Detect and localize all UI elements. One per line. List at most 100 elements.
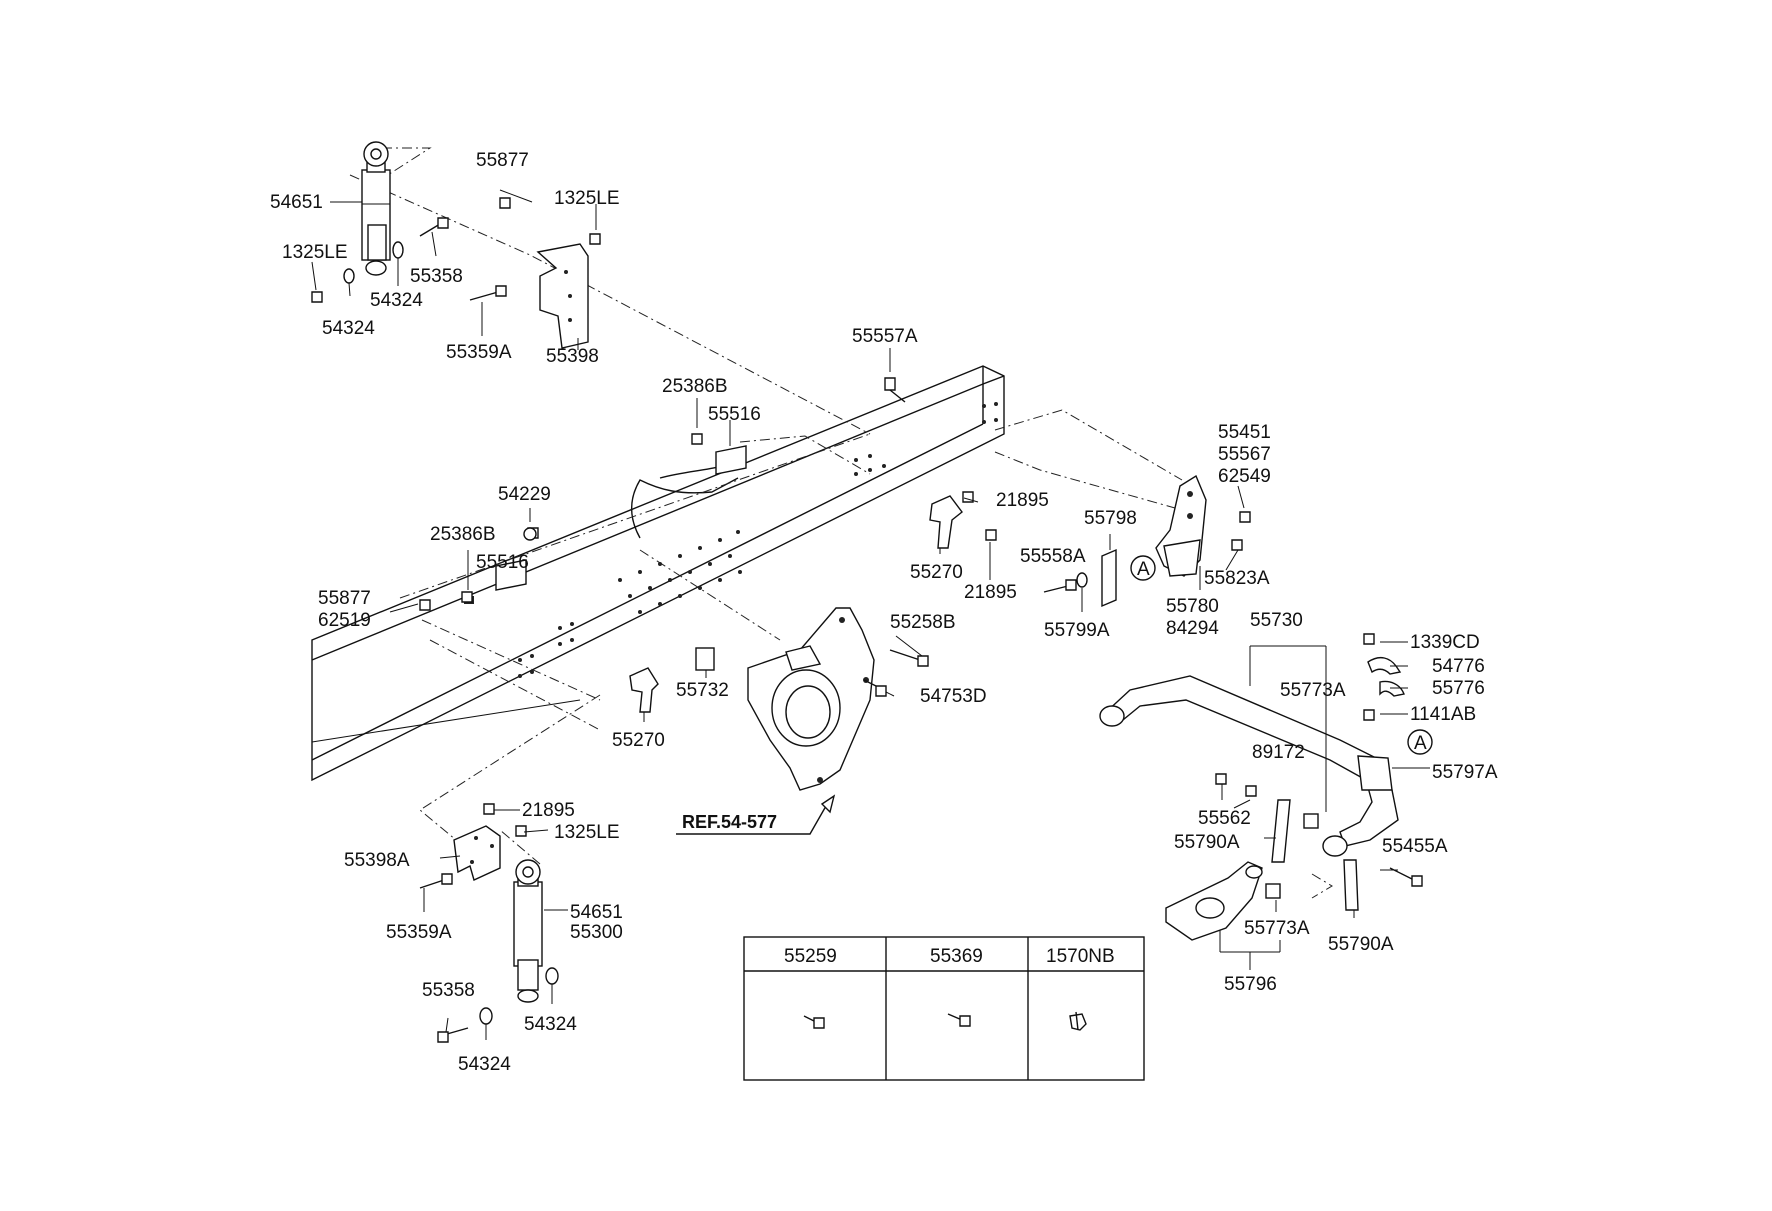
ref-arrow: [676, 794, 836, 835]
label-55773a: 55773A: [1244, 918, 1310, 939]
label-54776: 54776: [1432, 656, 1485, 677]
parts-table: 55259 55369 1570NB: [743, 936, 1145, 1081]
callout-a-stabilizer-text: A: [1414, 733, 1427, 754]
bolt-54753d: [863, 679, 887, 697]
label-55797a: 55797A: [1432, 762, 1498, 783]
bolt-55369-icon: [947, 1013, 971, 1027]
label-62519: 62519: [318, 610, 371, 631]
callout-a-bracket-text: A: [1137, 559, 1150, 580]
label-55557a: 55557A: [852, 326, 918, 347]
link-55790a-upper: [1271, 799, 1291, 863]
rail-holes: [518, 402, 998, 678]
label-55270: 55270: [612, 730, 665, 751]
bracket-55796: [1165, 861, 1263, 941]
label-54324: 54324: [370, 290, 423, 311]
bushing-55797a: [1357, 755, 1393, 791]
label-25386b: 25386B: [430, 524, 496, 545]
label-55780: 55780: [1166, 596, 1219, 617]
leader-lines: [311, 189, 1430, 1040]
table-header-1570nb: 1570NB: [1046, 946, 1115, 967]
label-55258b: 55258B: [890, 612, 956, 633]
bolt-55451: [1231, 511, 1251, 551]
label-55776: 55776: [1432, 678, 1485, 699]
label-21895: 21895: [964, 582, 1017, 603]
bracket-55780: [1155, 474, 1207, 577]
nuts-89172: [1215, 773, 1257, 797]
label-54324: 54324: [322, 318, 375, 339]
label-1141ab: 1141AB: [1410, 704, 1476, 725]
table-header-55369: 55369: [930, 946, 983, 967]
callout-a-stabilizer: A: [1407, 729, 1433, 755]
label-21895: 21895: [996, 490, 1049, 511]
table-header-55259: 55259: [784, 946, 837, 967]
label-55451: 55451: [1218, 422, 1271, 443]
bolts-lower-left: [419, 803, 559, 1043]
label-1325le: 1325LE: [554, 188, 620, 209]
stabilizer-bar-55730: [1099, 675, 1399, 857]
label-55558a: 55558A: [1020, 546, 1086, 567]
label-54651: 54651: [270, 192, 323, 213]
label-55790a: 55790A: [1174, 832, 1240, 853]
label-55773a: 55773A: [1280, 680, 1346, 701]
label-55567: 55567: [1218, 444, 1271, 465]
bushing-55732: [695, 647, 715, 671]
clip-1570nb-icon: [1069, 1011, 1087, 1031]
label-55798: 55798: [1084, 508, 1137, 529]
label-21895: 21895: [522, 800, 575, 821]
label-55730: 55730: [1250, 610, 1303, 631]
label-55300: 55300: [570, 922, 623, 943]
label-55398a: 55398A: [344, 850, 410, 871]
bushings-55773a: [1265, 813, 1319, 899]
label-55358: 55358: [422, 980, 475, 1001]
clamp-parts: [1363, 633, 1405, 721]
bracket-55270-upper: [929, 495, 963, 549]
bolt-55358-upper: [419, 217, 449, 237]
label-1325le: 1325LE: [282, 242, 348, 263]
label-55790a: 55790A: [1328, 934, 1394, 955]
label-55799a: 55799A: [1044, 620, 1110, 641]
bolt-55455a: [1389, 867, 1423, 887]
label-84294: 84294: [1166, 618, 1219, 639]
label-55455a: 55455A: [1382, 836, 1448, 857]
label-62549: 62549: [1218, 466, 1271, 487]
label-54229: 54229: [498, 484, 551, 505]
label-55398: 55398: [546, 346, 599, 367]
shock-absorber-lower: [513, 859, 543, 1003]
label-54324: 54324: [524, 1014, 577, 1035]
spring-hanger-bracket: [747, 607, 875, 791]
label-55877: 55877: [476, 150, 529, 171]
label-54651: 54651: [570, 902, 623, 923]
bracket-55270-lower: [629, 667, 659, 713]
link-55790a-lower: [1343, 859, 1359, 911]
label-25386b: 25386B: [662, 376, 728, 397]
shock-absorber-upper: [361, 141, 391, 276]
callout-a-bracket: A: [1130, 555, 1156, 581]
label-55877: 55877: [318, 588, 371, 609]
label-55562: 55562: [1198, 808, 1251, 829]
label-55732: 55732: [676, 680, 729, 701]
label-55516: 55516: [476, 552, 529, 573]
label-1325le: 1325LE: [554, 822, 620, 843]
frame-rail: [311, 365, 1005, 782]
label-55359a: 55359A: [446, 342, 512, 363]
label-55516: 55516: [708, 404, 761, 425]
bracket-55398a: [453, 825, 501, 881]
bolt-55258b: [889, 649, 929, 667]
label-89172: 89172: [1252, 742, 1305, 763]
bolts-upper-rail: [419, 377, 997, 611]
bolt-55259-icon: [803, 1015, 825, 1029]
bolt-55558a: [1043, 572, 1088, 593]
label-55270: 55270: [910, 562, 963, 583]
alignment-lines: [349, 147, 1333, 899]
part-labels: 54651 1325LE 54324 54324 55877 1325LE 55…: [270, 150, 1498, 1075]
label-54753d: 54753D: [920, 686, 987, 707]
washer-upper: [311, 241, 404, 303]
label-54324: 54324: [458, 1054, 511, 1075]
label-1339cd: 1339CD: [1410, 632, 1480, 653]
bracket-55398: [469, 197, 601, 349]
label-55823a: 55823A: [1204, 568, 1270, 589]
label-55796: 55796: [1224, 974, 1277, 995]
plate-55798: [1101, 548, 1117, 608]
ref-label: REF.54-577: [682, 812, 777, 832]
